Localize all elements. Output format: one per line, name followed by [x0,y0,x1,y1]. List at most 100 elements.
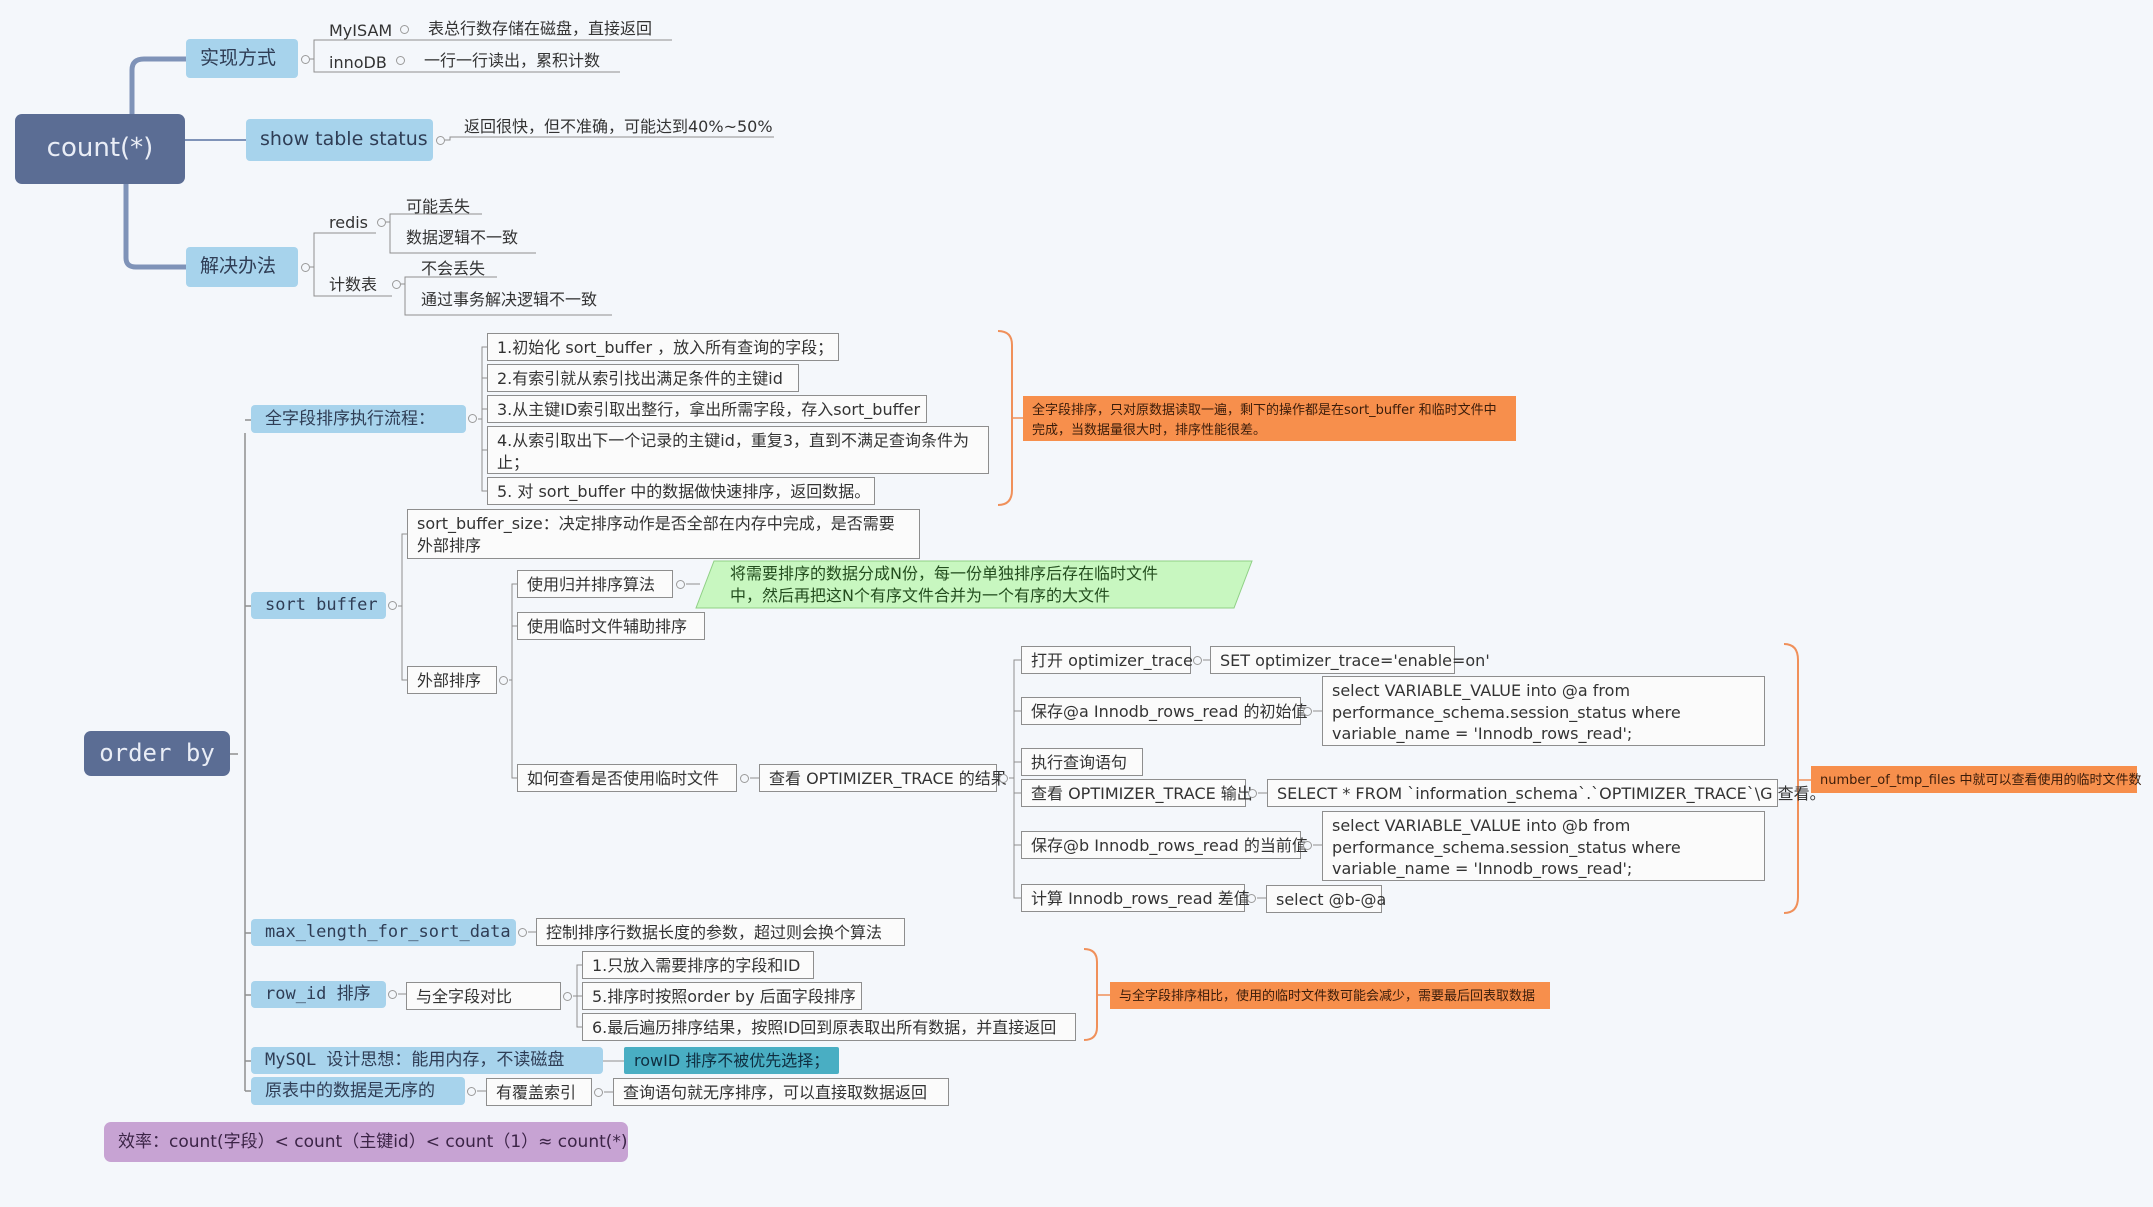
collapse-toggle-icon[interactable] [388,601,397,610]
collapse-toggle-icon[interactable] [301,263,310,272]
innodb-label: innoDB [329,53,387,72]
rowid-summary-note: 与全字段排序相比，使用的临时文件数可能会减少，需要最后回表取数据 [1110,982,1550,1009]
counter-table-label: 计数表 [329,275,378,294]
trace-step-open: 打开 optimizer_trace [1021,646,1193,674]
connector-line [398,533,407,607]
collapse-toggle-icon[interactable] [594,1088,603,1097]
rowid-sort-topic[interactable]: row_id 排序 [251,981,386,1008]
trace-step-diff: 计算 Innodb_rows_read 差值 [1021,884,1250,912]
collapse-toggle-icon[interactable] [740,774,749,783]
trunk-line [129,56,186,114]
collapse-toggle-icon[interactable] [1193,656,1202,665]
connector-line [509,583,517,681]
rowid-step-1: 1.只放入需要排序的字段和ID [582,951,814,979]
check-temp-file-node[interactable]: 如何查看是否使用临时文件 [517,764,737,792]
innodb-desc: 一行一行读出，累积计数 [424,51,601,70]
connector-line [511,680,517,779]
rowid-step-5: 5.排序时按照order by 后面字段排序 [582,982,862,1010]
collapse-toggle-icon[interactable] [563,992,572,1001]
trace-step-view-output: 查看 OPTIMIZER_TRACE 输出 [1021,779,1253,807]
external-sort-node[interactable]: 外部排序 [407,666,497,694]
counter-transaction: 通过事务解决逻辑不一致 [421,290,598,309]
bracket-line [1083,948,1098,1041]
show-status-topic[interactable]: show table status [246,119,433,161]
myisam-label: MyISAM [329,21,393,40]
collapse-toggle-icon[interactable] [467,1087,476,1096]
covering-index-desc: 查询语句就无序排序，可以直接取数据返回 [613,1078,949,1106]
efficiency-summary: 效率：count(字段）< count（主键id）< count（1）≈ cou… [104,1122,628,1162]
rowid-step-6: 6.最后遍历排序结果，按照ID回到原表取出所有数据，并直接返回 [582,1013,1076,1041]
collapse-toggle-icon[interactable] [1303,707,1312,716]
connector-line [310,266,392,297]
full-field-step-2: 2.有索引就从索引找出满足条件的主键id [487,364,799,392]
full-field-step-3: 3.从主键ID索引取出整行，拿出所需字段，存入sort_buffer [487,395,927,423]
connector-line [478,346,487,420]
count-root-node[interactable]: count(*) [15,114,185,184]
connector-line [310,232,376,268]
merge-sort-note: 将需要排序的数据分成N份，每一份单独排序后存在临时文件中，然后再把这N个有序文件… [730,563,1158,605]
full-field-step-1: 1.初始化 sort_buffer ，放入所有查询的字段； [487,333,839,361]
redis-label: redis [329,213,369,232]
collapse-toggle-icon[interactable] [1248,789,1257,798]
tmp-files-note: number_of_tmp_files 中就可以查看使用的临时文件数 [1811,766,2141,793]
connector-line [576,996,582,1028]
impl-topic[interactable]: 实现方式 [186,39,298,78]
collapse-toggle-icon[interactable] [499,676,508,685]
connector-line [573,964,582,997]
solution-topic[interactable]: 解决办法 [186,247,298,287]
collapse-toggle-icon[interactable] [518,928,527,937]
show-status-desc: 返回很快，但不准确，可能达到40%~50% [464,117,773,136]
order-by-root-node[interactable]: order by [84,731,230,776]
rowid-compare-node[interactable]: 与全字段对比 [406,982,561,1010]
collapse-toggle-icon[interactable] [301,55,310,64]
bracket-line [1783,643,1799,914]
full-field-step-5: 5. 对 sort_buffer 中的数据做快速排序，返回数据。 [487,477,875,505]
rowid-not-preferred-callout: rowID 排序不被优先选择； [624,1047,839,1074]
trunk-line [123,184,186,270]
trace-step-open-sql: SET optimizer_trace='enable=on' [1210,646,1490,674]
connector-line [1013,778,1021,899]
collapse-toggle-icon[interactable] [1303,841,1312,850]
collapse-toggle-icon[interactable] [388,990,397,999]
connector-line [401,283,612,316]
full-field-step-4: 4.从索引取出下一个记录的主键id，重复3，直到不满足查询条件为止； [487,426,989,474]
connector-line [481,419,487,492]
trace-step-save-a-sql: select VARIABLE_VALUE into @a from perfo… [1322,676,1765,746]
bracket-line [997,330,1013,506]
connector-line [401,606,407,681]
myisam-desc: 表总行数存储在磁盘，直接返回 [428,19,653,38]
trace-step-run-query: 执行查询语句 [1021,748,1143,776]
merge-sort-node[interactable]: 使用归并排序算法 [517,570,673,598]
full-field-sort-topic[interactable]: 全字段排序执行流程： [251,405,466,433]
connector-line [310,58,620,73]
max-length-topic[interactable]: max_length_for_sort_data [251,919,516,946]
collapse-toggle-icon[interactable] [999,774,1008,783]
connector-line [386,221,536,254]
trace-step-diff-sql: select @b-@a [1266,885,1386,913]
trace-step-save-b-sql: select VARIABLE_VALUE into @b from perfo… [1322,811,1765,881]
collapse-toggle-icon[interactable] [1247,894,1256,903]
covering-index-node[interactable]: 有覆盖索引 [486,1078,592,1106]
temp-file-sort-node: 使用临时文件辅助排序 [517,612,705,640]
sort-buffer-size-desc: sort_buffer_size：决定排序动作是否全部在内存中完成，是否需要外部… [407,509,920,559]
view-optimizer-trace-node[interactable]: 查看 OPTIMIZER_TRACE 的结果 [759,764,1007,792]
unordered-data-topic[interactable]: 原表中的数据是无序的 [251,1077,465,1105]
trace-step-save-b: 保存@b Innodb_rows_read 的当前值 [1021,831,1308,859]
collapse-toggle-icon[interactable] [400,25,409,34]
collapse-toggle-icon[interactable] [392,280,401,289]
collapse-toggle-icon[interactable] [396,56,405,65]
connector-line [445,136,774,141]
collapse-toggle-icon[interactable] [676,580,685,589]
collapse-toggle-icon[interactable] [468,414,477,423]
collapse-toggle-icon[interactable] [436,136,445,145]
sort-buffer-topic[interactable]: sort buffer [251,592,386,619]
counter-not-lost: 不会丢失 [421,259,486,278]
mysql-design-topic[interactable]: MySQL 设计思想：能用内存，不读磁盘 [251,1047,603,1074]
redis-lost: 可能丢失 [406,197,471,216]
collapse-toggle-icon[interactable] [377,218,386,227]
trace-step-save-a: 保存@a Innodb_rows_read 的初始值 [1021,697,1308,725]
full-field-summary-note: 全字段排序，只对原数据读取一遍，剩下的操作都是在sort_buffer 和临时文… [1023,396,1516,441]
connector-line [1009,659,1021,779]
